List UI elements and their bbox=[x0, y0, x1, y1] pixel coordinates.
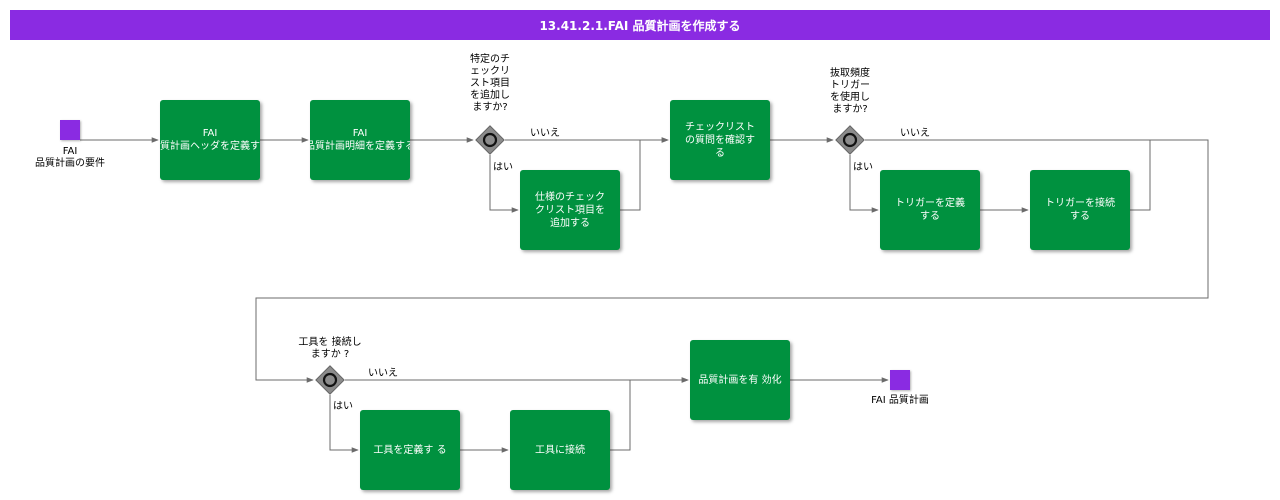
task-add-spec-checklist[interactable]: 仕様のチェッククリスト項目を追加する bbox=[520, 170, 620, 250]
gateway-add-checklist[interactable] bbox=[474, 124, 506, 156]
g1-question-line: ますか? bbox=[472, 102, 508, 113]
end-event-label: FAI 品質計画 bbox=[871, 395, 929, 406]
gateway-use-trigger-question: 抜取頻度 トリガー を使用し ますか? bbox=[815, 68, 885, 116]
task-confirm-checklist-label: チェックリストの質問を確認する bbox=[685, 121, 755, 159]
g3-question-line: ますか ? bbox=[310, 349, 350, 360]
task-define-trigger[interactable]: トリガーを定義する bbox=[880, 170, 980, 250]
start-event-label-line2: 品質計画の要件 bbox=[35, 158, 105, 169]
gateway-add-checklist-question: 特定のチ ェックリ スト項目 を追加し ますか? bbox=[455, 54, 525, 114]
start-event-label: FAI 品質計画の要件 bbox=[20, 146, 120, 170]
g3-yes-label: はい bbox=[333, 401, 353, 412]
g2-no-label: いいえ bbox=[900, 128, 930, 139]
task-add-spec-checklist-label: 仕様のチェッククリスト項目を追加する bbox=[535, 191, 605, 229]
task-connect-trigger-label: トリガーを接続する bbox=[1045, 198, 1115, 222]
gateway-connect-tool-question: 工具を 接続し ますか ? bbox=[285, 337, 375, 361]
flow-toollink-to-activate bbox=[610, 377, 689, 451]
gateway-connect-tool[interactable] bbox=[314, 364, 346, 396]
task-define-plan-detail-line1: FAI bbox=[352, 128, 368, 139]
flow-g1-yes bbox=[489, 155, 519, 213]
flow-g2-yes bbox=[849, 155, 879, 213]
start-event[interactable] bbox=[60, 120, 80, 140]
g2-yes-label: はい bbox=[853, 162, 873, 173]
flow-triglink-to-merge bbox=[1130, 139, 1208, 211]
gateway-use-trigger[interactable] bbox=[834, 124, 866, 156]
end-event[interactable] bbox=[890, 370, 910, 390]
g2-question-line: ますか? bbox=[832, 104, 868, 115]
task-define-plan-header[interactable]: FAI 品質計画ヘッダを定義する bbox=[160, 100, 260, 180]
g1-question-line: ェックリ bbox=[470, 66, 510, 77]
task-define-plan-header-line2: 品質計画ヘッダを定義する bbox=[160, 141, 260, 152]
g3-no-label: いいえ bbox=[368, 368, 398, 379]
g1-question-line: 特定のチ bbox=[470, 54, 510, 65]
task-define-plan-header-line1: FAI bbox=[202, 128, 218, 139]
start-event-label-line1: FAI bbox=[62, 146, 78, 157]
g1-question-line: スト項目 bbox=[470, 78, 510, 89]
task-define-tool-label: 工具を定義す る bbox=[373, 444, 447, 456]
task-activate-plan-label: 品質計画を有 効化 bbox=[698, 374, 782, 386]
flow-spec-to-confirm bbox=[620, 137, 669, 211]
g3-question-line: 工具を 接続し bbox=[298, 337, 362, 348]
task-confirm-checklist[interactable]: チェックリストの質問を確認する bbox=[670, 100, 770, 180]
task-connect-tool-label: 工具に接続 bbox=[535, 444, 585, 456]
diagram-title: 13.41.2.1.FAI 品質計画を作成する bbox=[10, 10, 1270, 40]
g1-question-line: を追加し bbox=[470, 90, 510, 101]
task-define-plan-detail-line2: 品質計画明細を定義する bbox=[310, 141, 410, 152]
task-define-tool[interactable]: 工具を定義す る bbox=[360, 410, 460, 490]
task-activate-plan[interactable]: 品質計画を有 効化 bbox=[690, 340, 790, 420]
task-connect-trigger[interactable]: トリガーを接続する bbox=[1030, 170, 1130, 250]
g1-yes-label: はい bbox=[493, 162, 513, 173]
flow-g3-yes bbox=[329, 395, 359, 453]
task-define-plan-detail[interactable]: FAI 品質計画明細を定義する bbox=[310, 100, 410, 180]
g1-no-label: いいえ bbox=[530, 128, 560, 139]
task-connect-tool[interactable]: 工具に接続 bbox=[510, 410, 610, 490]
g2-question-line: を使用し bbox=[830, 92, 870, 103]
g2-question-line: 抜取頻度 bbox=[830, 68, 870, 79]
task-define-trigger-label: トリガーを定義する bbox=[895, 198, 965, 222]
g2-question-line: トリガー bbox=[830, 80, 870, 91]
